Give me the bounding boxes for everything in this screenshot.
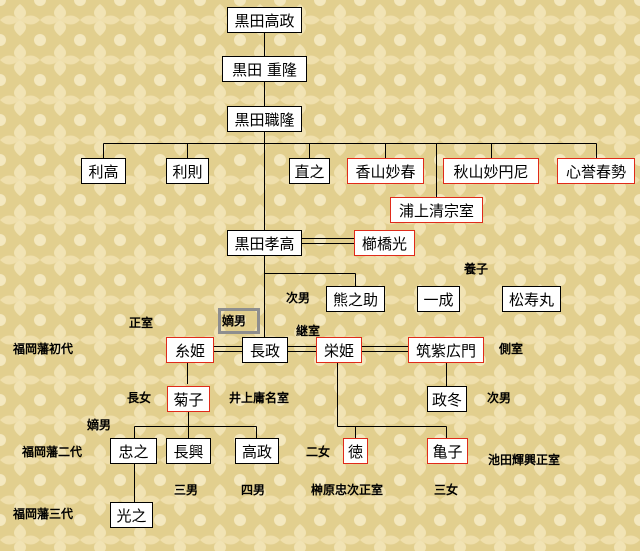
person-yoshitaka: 黒田孝高 — [227, 230, 302, 256]
person-eihime: 栄姫 — [316, 337, 362, 363]
label-legal-wife: 正室 — [129, 316, 154, 330]
label-eldest-daughter: 長女 — [127, 391, 152, 405]
person-takamasa-top: 黒田高政 — [227, 7, 302, 33]
person-nagamasa: 長政 — [242, 337, 288, 363]
person-kameko: 亀子 — [427, 438, 468, 464]
label-inoue-wife: 井上庸名室 — [229, 391, 290, 405]
person-uragami-seiso: 浦上清宗室 — [390, 197, 483, 223]
person-naoyuki: 直之 — [289, 158, 330, 184]
label-fukuoka-1st: 福岡藩初代 — [13, 342, 74, 356]
label-concubine: 側室 — [499, 342, 524, 356]
label-heir-1: 嫡男 — [222, 314, 247, 328]
person-itohime: 糸姫 — [166, 337, 214, 363]
label-fukuoka-3rd: 福岡藩三代 — [13, 507, 74, 521]
person-toshinori: 利則 — [166, 158, 209, 184]
person-mitsuyuki: 光之 — [110, 502, 153, 528]
person-kosan-myoshun: 香山妙春 — [347, 158, 424, 184]
label-heir-2: 嫡男 — [87, 418, 112, 432]
person-chikushi-hiromon: 筑紫広門 — [408, 337, 484, 363]
person-shinyo-shunsei: 心誉春勢 — [557, 158, 635, 184]
person-takamasa: 高政 — [235, 438, 279, 464]
person-mototaka: 黒田職隆 — [227, 106, 302, 132]
person-nagaoki: 長興 — [166, 438, 211, 464]
person-issei: 一成 — [417, 286, 460, 312]
label-fukuoka-2nd: 福岡藩二代 — [22, 445, 83, 459]
label-fourth-son: 四男 — [241, 483, 266, 497]
person-kushihashi-teru: 櫛橋光 — [354, 230, 415, 256]
person-toku: 徳 — [343, 438, 368, 464]
heir-highlight-frame — [218, 308, 260, 334]
label-ikeda-wife: 池田輝興正室 — [488, 453, 561, 467]
label-sakakibara-wife: 榊原忠次正室 — [311, 483, 384, 497]
person-kumanosuke: 熊之助 — [326, 286, 385, 312]
person-toshitaka: 利高 — [81, 158, 126, 184]
person-kiku: 菊子 — [167, 386, 210, 412]
label-second-daughter: 二女 — [306, 445, 331, 459]
label-adopted: 養子 — [464, 262, 489, 276]
label-second-son-2: 次男 — [487, 391, 512, 405]
person-masafuyu: 政冬 — [427, 386, 467, 412]
person-shigetaka: 黒田 重隆 — [222, 56, 307, 82]
label-second-wife: 継室 — [296, 324, 321, 338]
label-third-son: 三男 — [174, 483, 199, 497]
person-matsuju: 松寿丸 — [502, 286, 561, 312]
person-tadayuki: 忠之 — [110, 438, 157, 464]
label-second-son-1: 次男 — [286, 291, 311, 305]
label-third-daughter: 三女 — [434, 483, 459, 497]
person-shuzan-myoenni: 秋山妙円尼 — [443, 158, 539, 184]
